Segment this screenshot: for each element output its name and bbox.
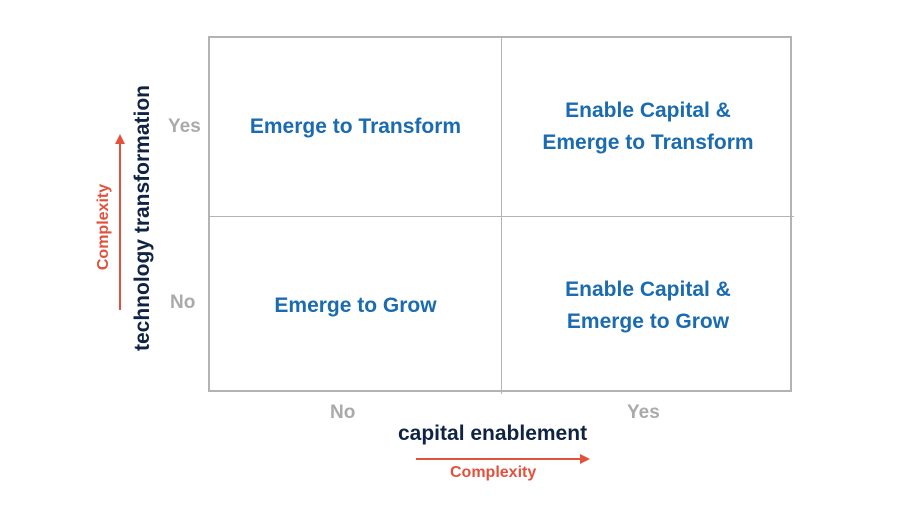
x-tick-yes: Yes — [627, 402, 660, 423]
x-axis-title: capital enablement — [398, 422, 588, 445]
quadrant-bottom-right: Enable Capital & Emerge to Grow — [565, 277, 731, 333]
quadrant-top-right: Enable Capital & Emerge to Transform — [502, 38, 794, 217]
x-tick-no: No — [330, 402, 356, 423]
quadrant-matrix: Emerge to Transform Enable Capital & Eme… — [208, 36, 794, 394]
quadrant-bottom-left: Emerge to Grow — [210, 217, 502, 394]
y-axis-title: technology transformation — [131, 84, 154, 352]
x-complexity-arrow — [416, 454, 590, 464]
y-tick-yes: Yes — [168, 116, 201, 137]
y-complexity-arrow — [115, 134, 125, 310]
quadrant-top-left: Emerge to Transform — [210, 38, 502, 217]
y-tick-no: No — [170, 292, 196, 313]
y-complexity-label: Complexity — [95, 183, 112, 271]
x-complexity-label: Complexity — [450, 464, 537, 481]
